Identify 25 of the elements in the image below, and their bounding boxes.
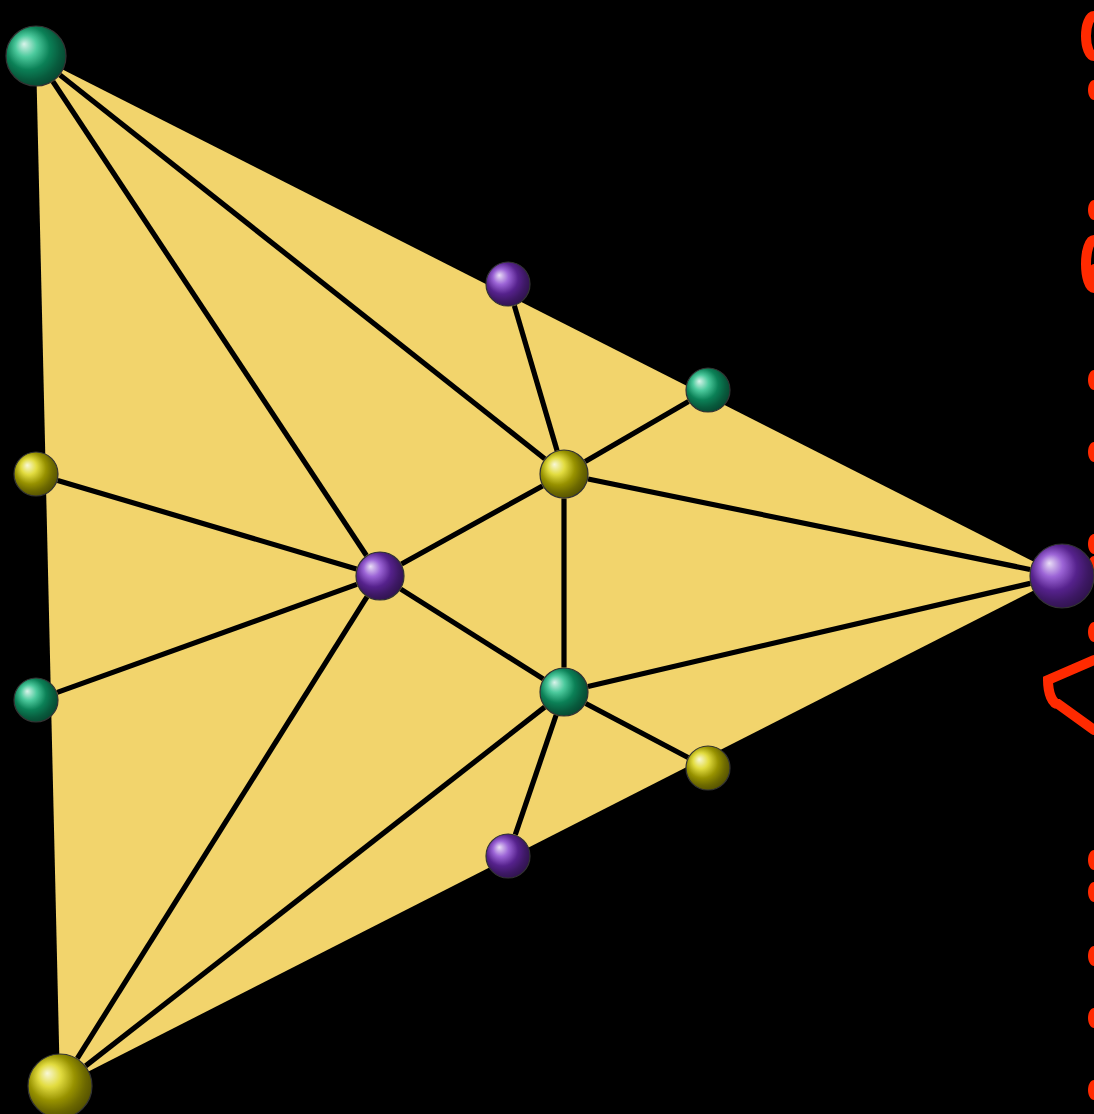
edge-line [75,595,370,1060]
edge-line [400,483,544,567]
edge-line [583,399,690,464]
edge-line [58,72,547,461]
edge-line [50,80,369,557]
vertex-ball [5,25,67,87]
edge-line [56,477,358,572]
vertex-ball [685,367,731,413]
vertex-ball [685,745,731,791]
edge-line [561,498,567,668]
edge-line [587,476,1031,572]
edge-line [512,714,559,836]
vertex-ball [539,449,589,499]
vertex-ball [485,833,531,879]
edge-line [399,586,545,682]
vertex-ball [485,261,531,307]
vertex-ball [539,667,589,717]
vertex-ball [13,677,59,723]
edge-line [587,580,1031,689]
vertex-ball [13,451,59,497]
edge-line [56,581,358,695]
edge-line [584,701,690,760]
edge-line [511,304,560,452]
vertex-ball [355,551,405,601]
edge-line [84,705,547,1068]
